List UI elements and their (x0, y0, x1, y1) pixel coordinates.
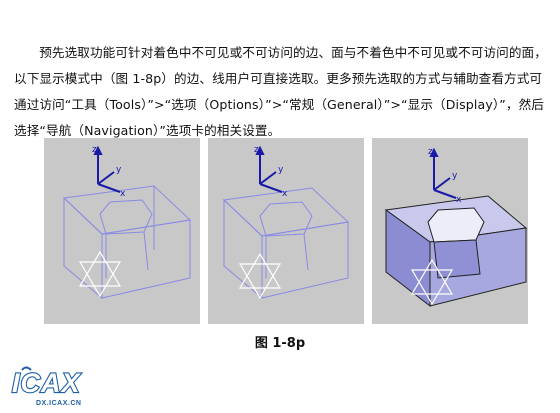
figure-caption: 图 1-8p (254, 336, 306, 351)
body-paragraph: 预先选取功能可针对着色中不可见或不可访问的边、面与不着色中不可见或不可访问的面，… (14, 45, 547, 138)
wireframe-hidden-model-icon: z y x (222, 145, 350, 300)
axis-label-y: y (278, 165, 284, 175)
panel-wireframe: z y x (44, 138, 200, 324)
shaded-model-icon: z y x (384, 147, 528, 308)
icax-logo: ICAX DX.ICAX.CN (8, 364, 120, 408)
logo-mark: ICAX (12, 368, 81, 398)
axis-label-x: x (456, 195, 462, 205)
axis-label-z: z (92, 145, 97, 155)
axis-label-y: y (452, 171, 458, 181)
panel-shaded: z y x (372, 138, 528, 324)
axis-label-z: z (254, 145, 259, 155)
axis-label-y: y (116, 165, 122, 175)
axis-label-x: x (282, 189, 288, 199)
wireframe-model-icon: z y x (62, 145, 192, 300)
icax-logo-icon: ICAX DX.ICAX.CN (11, 366, 82, 407)
figure-panels: z y x z (44, 138, 528, 324)
axis-label-x: x (120, 189, 126, 199)
logo-url: DX.ICAX.CN (36, 400, 81, 407)
panel-wireframe-hidden: z y x (208, 138, 364, 324)
axis-label-z: z (428, 147, 433, 157)
